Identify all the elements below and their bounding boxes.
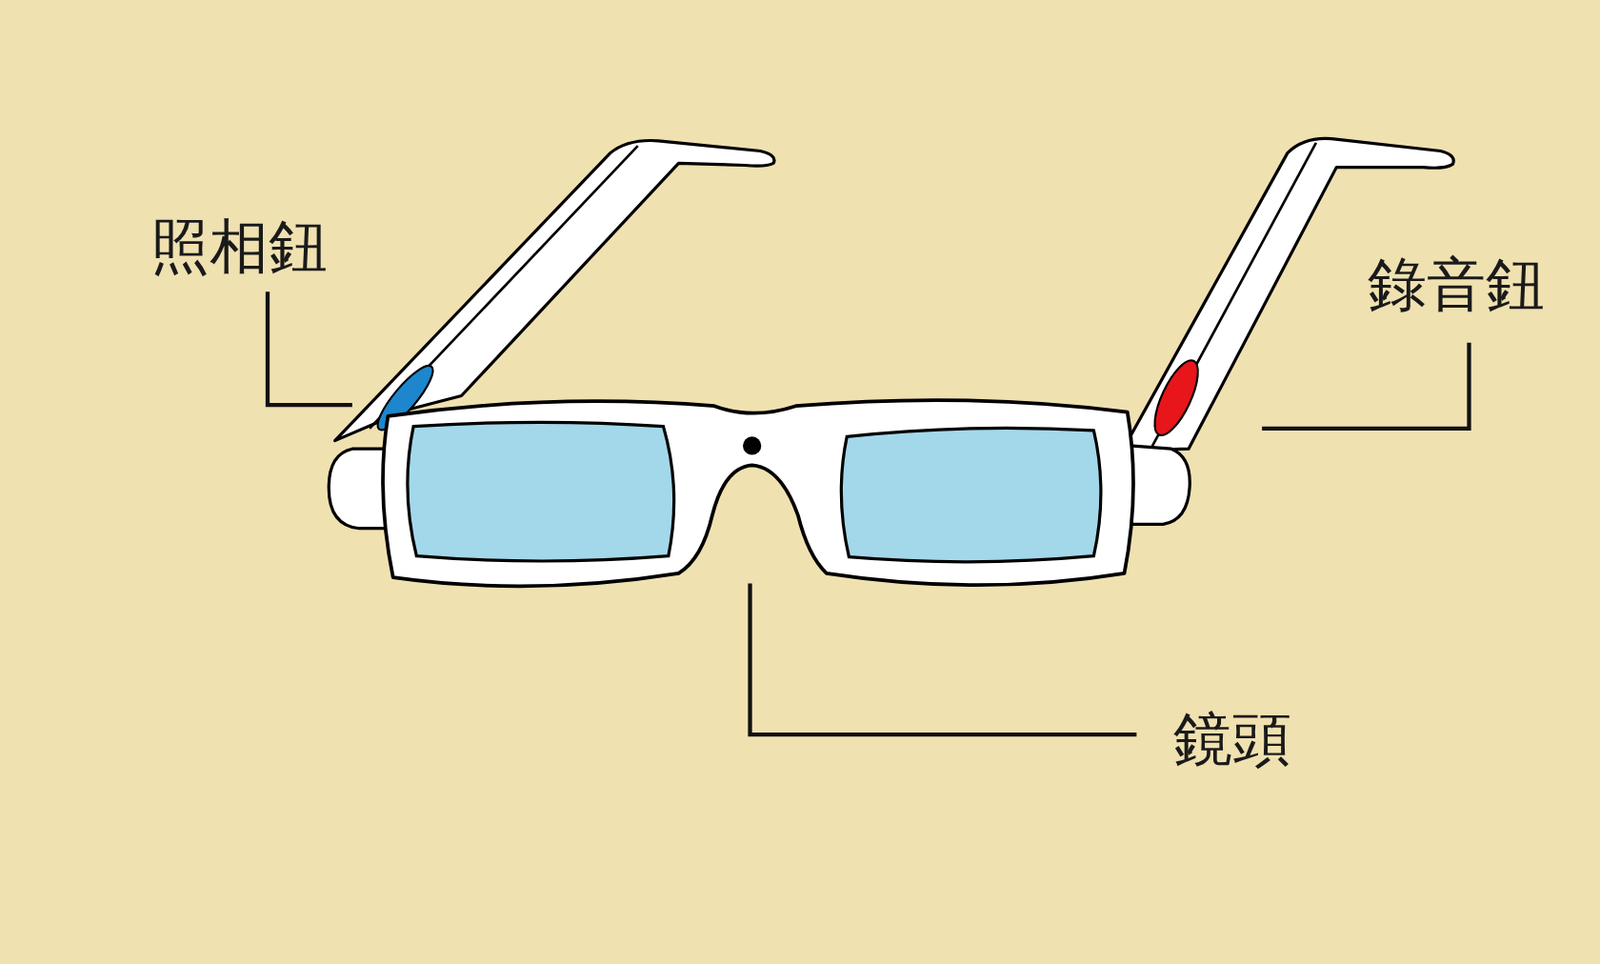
part-label: 鏡頭: [1173, 709, 1292, 769]
leader-line: [1261, 342, 1469, 429]
part-label: 照相鈕: [150, 217, 328, 277]
camera-lens-dot: [742, 436, 761, 455]
record-button: [1145, 354, 1206, 440]
part-label: 錄音鈕: [1367, 255, 1545, 315]
lens: [407, 421, 675, 561]
temple-arm: [335, 140, 775, 441]
glasses-frame: [382, 400, 1134, 586]
leader-line: [267, 291, 353, 405]
lens: [840, 427, 1101, 562]
leader-line: [750, 583, 1138, 735]
